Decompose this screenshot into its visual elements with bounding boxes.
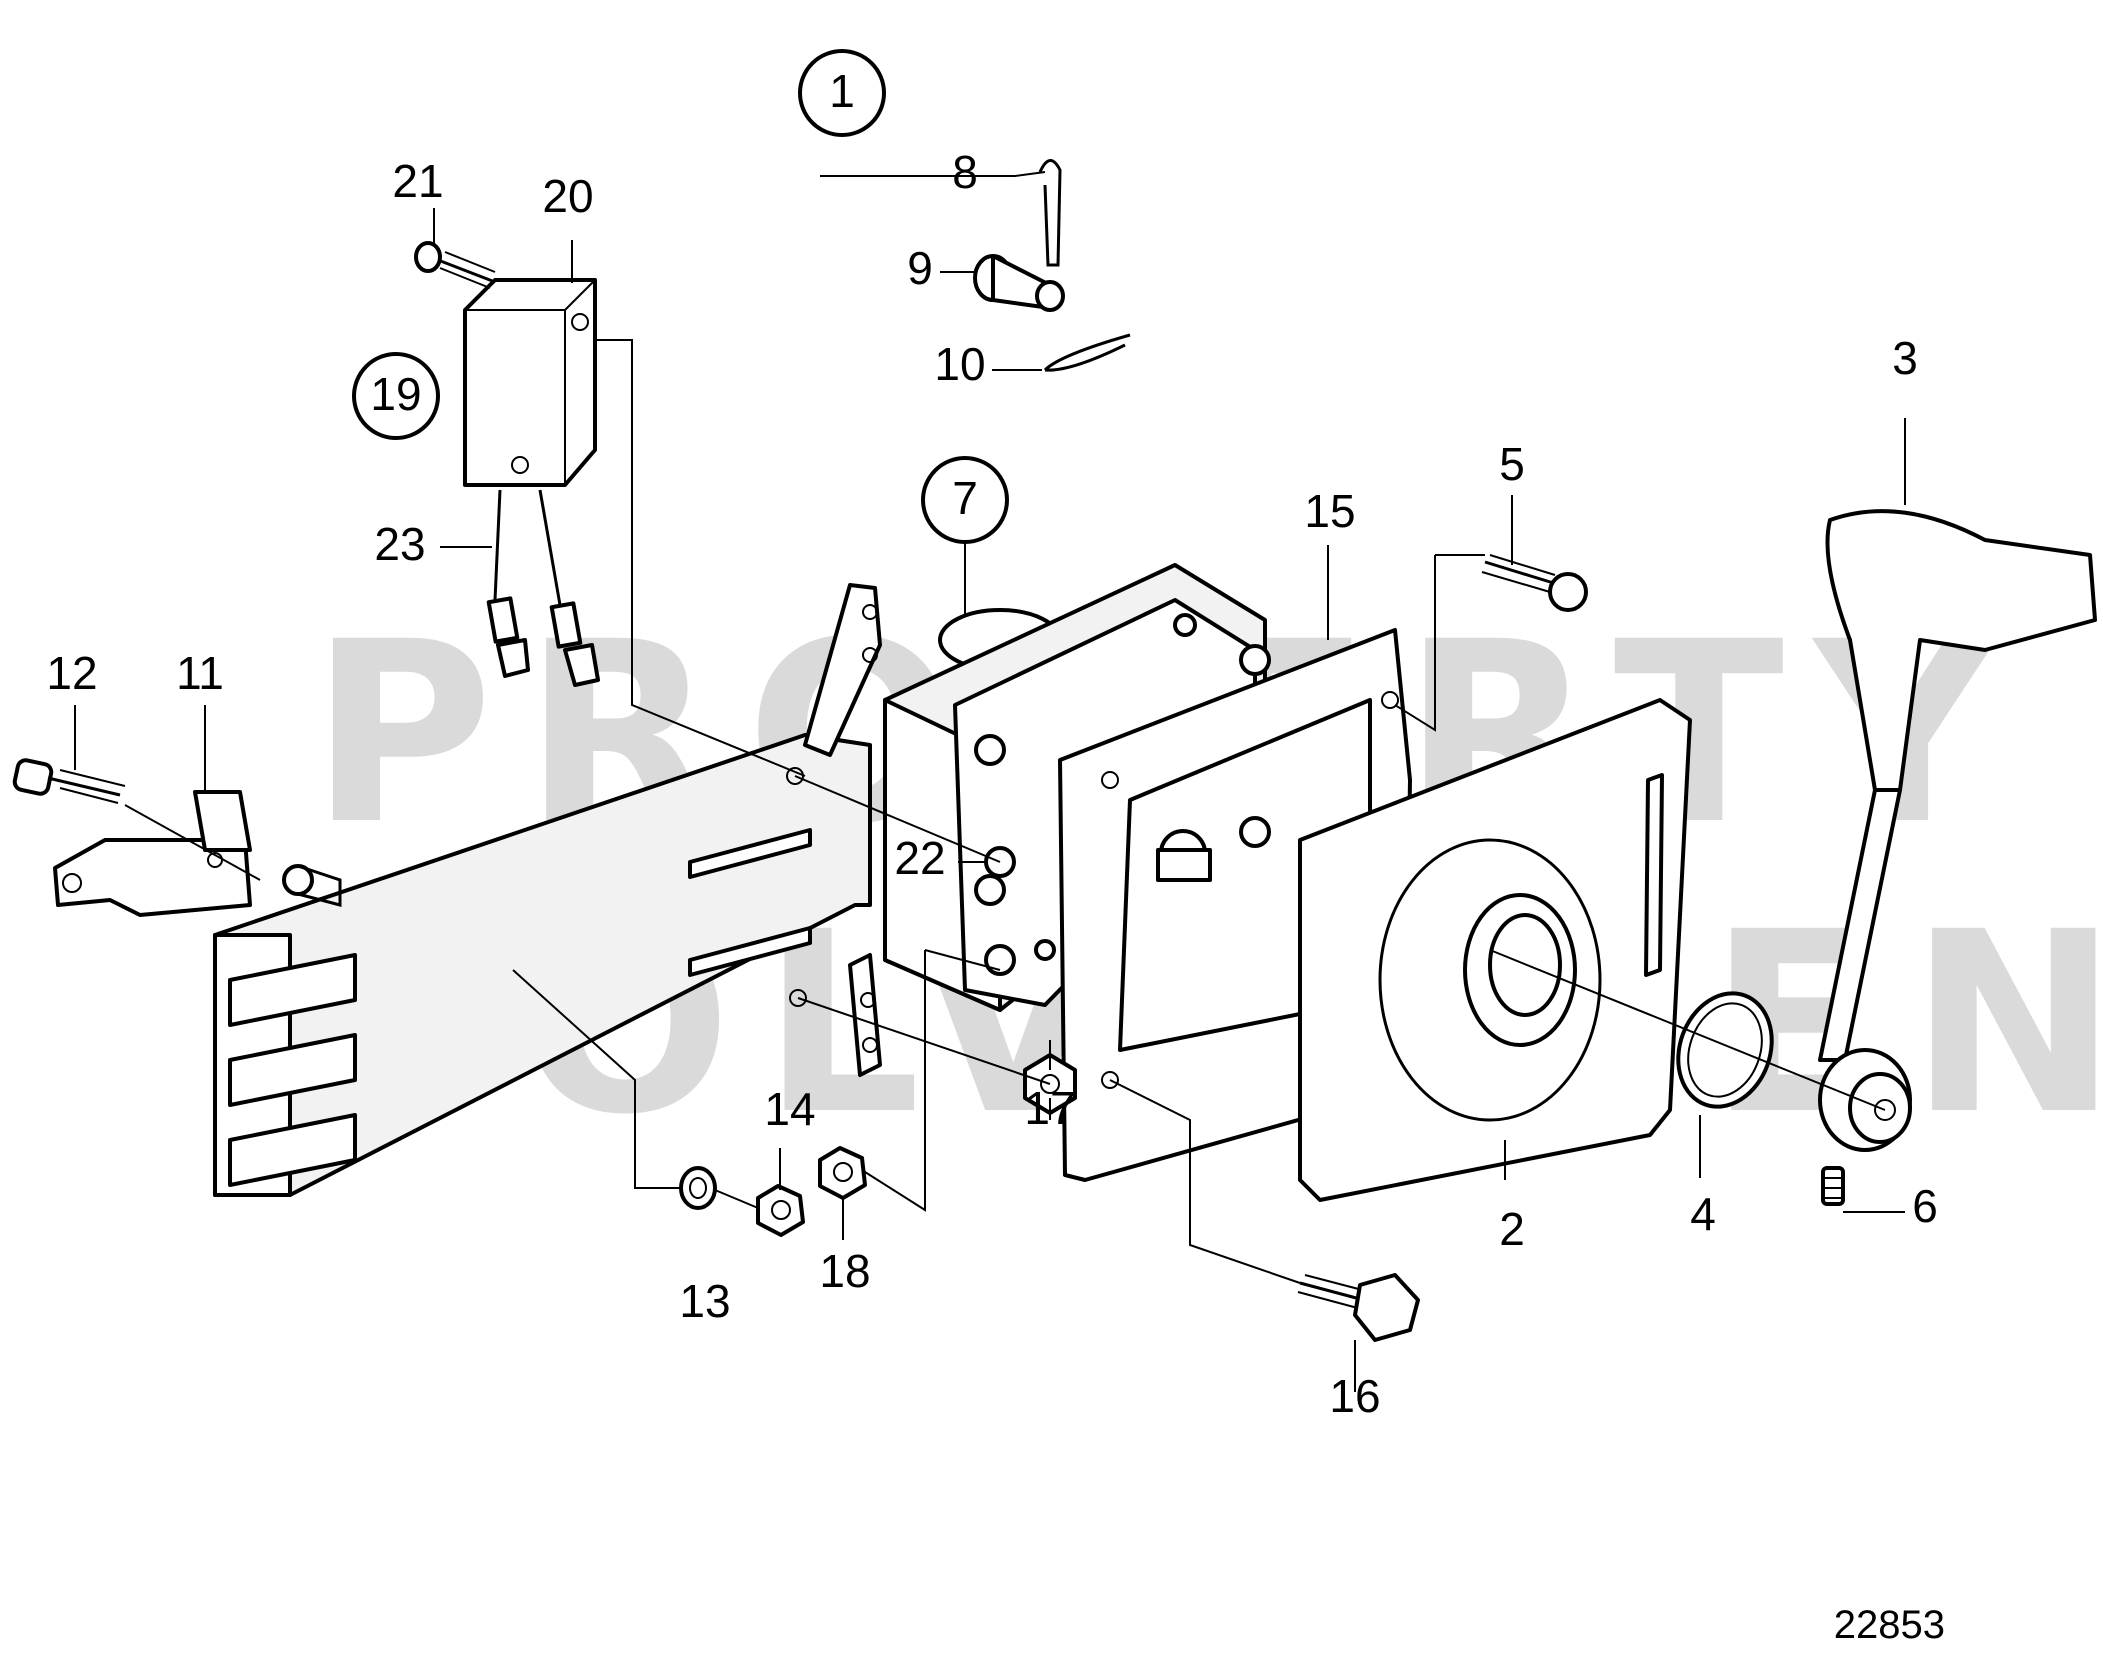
callout-6-label[interactable]: 6 — [1912, 1180, 1938, 1232]
callout-3-label[interactable]: 3 — [1892, 332, 1918, 384]
part-12-bolt[interactable] — [12, 758, 126, 804]
callout-14-label[interactable]: 14 — [764, 1083, 815, 1135]
callout-15-label[interactable]: 15 — [1304, 485, 1355, 537]
part-11-clip-bracket[interactable] — [53, 790, 252, 917]
callout-labels: 8 9 10 21 20 23 12 11 22 17 14 13 18 15 … — [46, 146, 1937, 1422]
callout-9-label[interactable]: 9 — [907, 242, 933, 294]
callout-4-label[interactable]: 4 — [1690, 1188, 1716, 1240]
leader-lines — [74, 171, 1906, 1392]
mounting-bracket — [213, 733, 872, 1197]
part-10-spring-clip[interactable] — [1043, 333, 1131, 372]
part-14-nut[interactable] — [756, 1184, 805, 1237]
callout-21-label[interactable]: 21 — [392, 155, 443, 207]
callout-22-label[interactable]: 22 — [894, 832, 945, 884]
part-4-o-ring[interactable] — [1663, 980, 1787, 1120]
callout-11-label[interactable]: 11 — [176, 647, 224, 699]
part-2-cover-plate[interactable] — [1298, 698, 1692, 1202]
callout-16-label[interactable]: 16 — [1329, 1370, 1380, 1422]
callout-8-label[interactable]: 8 — [952, 146, 978, 198]
callout-7[interactable]: 7 — [921, 456, 1009, 544]
part-8-cotter-pin[interactable] — [1038, 159, 1062, 267]
callout-5-label[interactable]: 5 — [1499, 438, 1525, 490]
callout-1[interactable]: 1 — [798, 49, 886, 137]
callout-20-label[interactable]: 20 — [542, 170, 593, 222]
part-20-control-box[interactable] — [463, 278, 597, 487]
callout-18-label[interactable]: 18 — [819, 1245, 870, 1297]
part-5-screw[interactable] — [1481, 554, 1588, 612]
part-9-pin[interactable] — [973, 254, 1065, 312]
part-3-lever-handle[interactable] — [1818, 509, 2097, 1152]
callout-12-label[interactable]: 12 — [46, 647, 97, 699]
callout-17-label[interactable]: 17 — [1024, 1082, 1075, 1134]
callout-19-label: 19 — [370, 368, 421, 420]
part-21-screw[interactable] — [414, 241, 496, 289]
callout-10-label[interactable]: 10 — [934, 338, 985, 390]
part-16-hex-bolt[interactable] — [1297, 1273, 1420, 1342]
callout-7-label: 7 — [952, 472, 978, 524]
callout-23-label[interactable]: 23 — [374, 518, 425, 570]
part-18-nut[interactable] — [818, 1146, 867, 1200]
callout-19[interactable]: 19 — [352, 352, 440, 440]
drawing-number: 22853 — [1834, 1603, 1945, 1647]
callout-1-label: 1 — [829, 65, 855, 117]
callout-2-label[interactable]: 2 — [1499, 1203, 1525, 1255]
part-23-cable[interactable] — [486, 489, 600, 687]
part-13-washer[interactable] — [679, 1166, 717, 1210]
callout-13-label[interactable]: 13 — [679, 1275, 730, 1327]
part-6-set-screw[interactable] — [1821, 1166, 1845, 1206]
